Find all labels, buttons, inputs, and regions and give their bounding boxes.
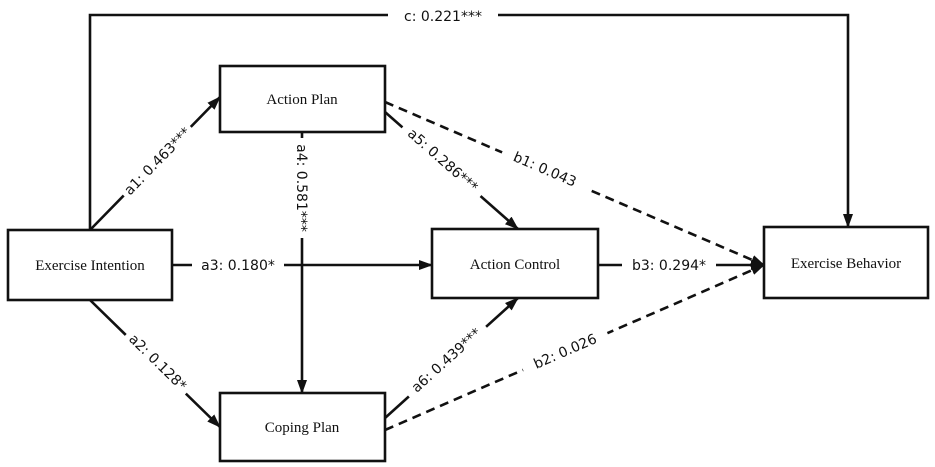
- path-c-line: [88, 13, 853, 230]
- path-a4-label-group: a4: 0.581***: [293, 138, 313, 238]
- path-a6-label-group: a6: 0.439***: [399, 317, 491, 402]
- path-a2-label-group: a2: 0.128*: [121, 324, 196, 398]
- node-exercise-intention: Exercise Intention: [6, 228, 174, 302]
- node-action-control: Action Control: [430, 227, 600, 300]
- node-exercise-intention-label: Exercise Intention: [35, 258, 145, 274]
- path-c-label: c: 0.221***: [404, 9, 482, 25]
- node-action-plan: Action Plan: [218, 64, 387, 134]
- node-exercise-behavior: Exercise Behavior: [762, 225, 930, 300]
- path-b3-label: b3: 0.294*: [632, 258, 706, 274]
- node-action-control-label: Action Control: [470, 257, 560, 273]
- path-b1-line: [384, 100, 765, 267]
- node-coping-plan: Coping Plan: [218, 391, 387, 463]
- path-b3-label-group: b3: 0.294*: [622, 254, 716, 276]
- path-a5-label-group: a5: 0.286***: [397, 117, 490, 202]
- node-coping-plan-label: Coping Plan: [265, 420, 340, 436]
- path-a3-label: a3: 0.180*: [201, 258, 275, 274]
- path-b1-label-group: b1: 0.043: [499, 140, 592, 196]
- node-exercise-behavior-label: Exercise Behavior: [791, 256, 901, 272]
- path-a6-label: a6: 0.439***: [409, 325, 485, 396]
- path-a1-label: a1: 0.463***: [121, 125, 194, 199]
- node-action-plan-label: Action Plan: [266, 92, 338, 108]
- path-a3-label-group: a3: 0.180*: [192, 254, 284, 276]
- path-a1-label-group: a1: 0.463***: [115, 118, 197, 202]
- path-a4-label: a4: 0.581***: [293, 144, 309, 232]
- path-a5-label: a5: 0.286***: [404, 126, 480, 196]
- path-a2-label: a2: 0.128*: [125, 331, 189, 394]
- path-b2-label-group: b2: 0.026: [518, 322, 611, 378]
- path-c-label-group: c: 0.221***: [388, 6, 498, 26]
- path-b2-line: [384, 263, 765, 432]
